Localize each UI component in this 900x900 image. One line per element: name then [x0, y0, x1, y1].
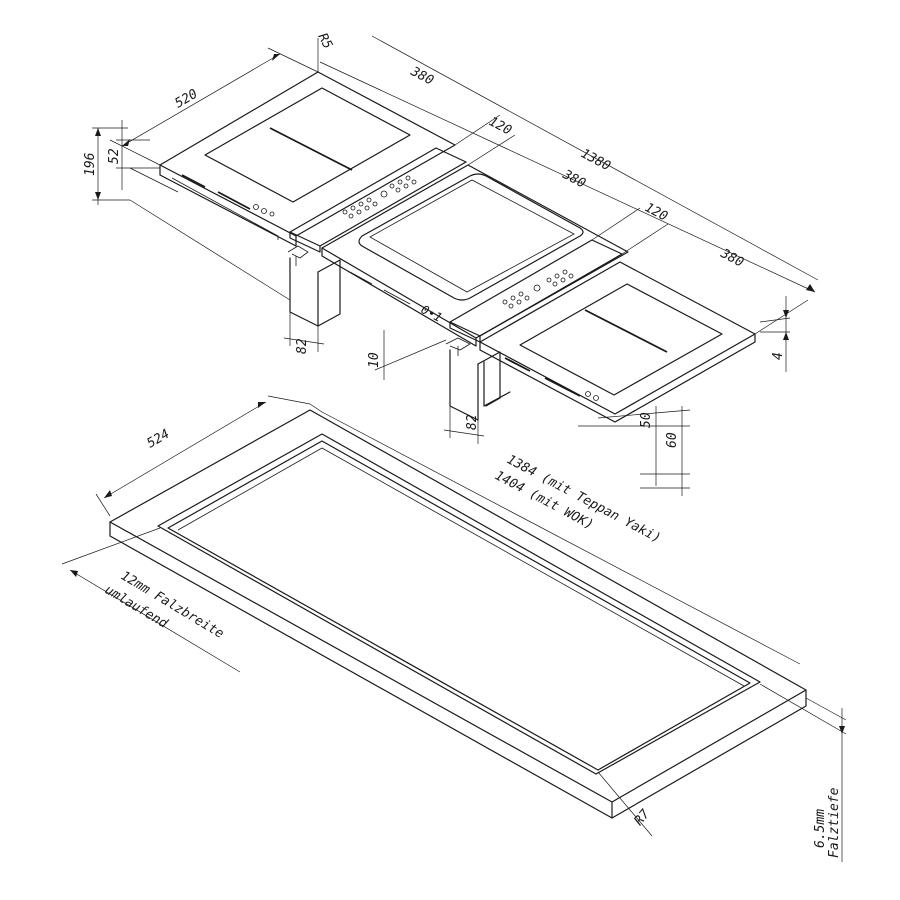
- dim-120-a: 120: [486, 114, 514, 138]
- cutout-panel: [109, 409, 807, 819]
- dim-rebate-depth-1: 6.5mm: [813, 809, 828, 848]
- right-control-buttons: [502, 269, 574, 309]
- left-hob-cooking-zone: [204, 87, 411, 203]
- svg-text:0•1: 0•1: [419, 302, 445, 325]
- cutout-dimensions: 524 1384 (mit Teppan Yaki) 1404 (mit WOK…: [61, 395, 847, 862]
- dim-120-b: 120: [642, 200, 670, 224]
- teppan-yaki-plate: [321, 164, 629, 339]
- dim-1380: 1380: [578, 146, 613, 174]
- cutout-inner-edge: [167, 440, 751, 771]
- dim-52: 52: [107, 148, 122, 164]
- dim-82-a: 82: [295, 338, 310, 354]
- right-hob-cooking-zone: [519, 283, 723, 396]
- left-control-strip: [289, 147, 467, 247]
- dim-196: 196: [83, 152, 98, 176]
- teppan-front-controls: 0•1: [349, 271, 445, 325]
- cooktop-assembly: 0•1: [159, 71, 756, 423]
- dim-524: 524: [145, 427, 173, 452]
- dim-4: 4: [771, 352, 786, 360]
- dim-10: 10: [367, 352, 382, 368]
- dim-520: 520: [173, 87, 201, 112]
- dim-380-b: 380: [559, 167, 588, 192]
- left-control-buttons: [342, 175, 417, 219]
- dim-380-a: 380: [407, 64, 436, 89]
- dim-50: 50: [639, 412, 654, 428]
- dim-60: 60: [665, 432, 680, 448]
- dim-380-c: 380: [717, 246, 746, 271]
- dim-82-b: 82: [465, 414, 480, 430]
- middle-underbox: [445, 337, 511, 421]
- left-underbox: [287, 245, 341, 327]
- dim-rebate-depth-2: Falztiefe: [827, 787, 842, 858]
- rebate-outer-edge: [157, 433, 761, 775]
- teppan-yaki-griddle: [358, 173, 584, 301]
- upper-dimensions: 520 R5 380 120 1380 380 120 380 196 52 8…: [83, 31, 819, 496]
- dim-r7: R7: [632, 807, 654, 829]
- dim-r5: R5: [314, 31, 335, 52]
- worktop-top-face: [109, 409, 807, 803]
